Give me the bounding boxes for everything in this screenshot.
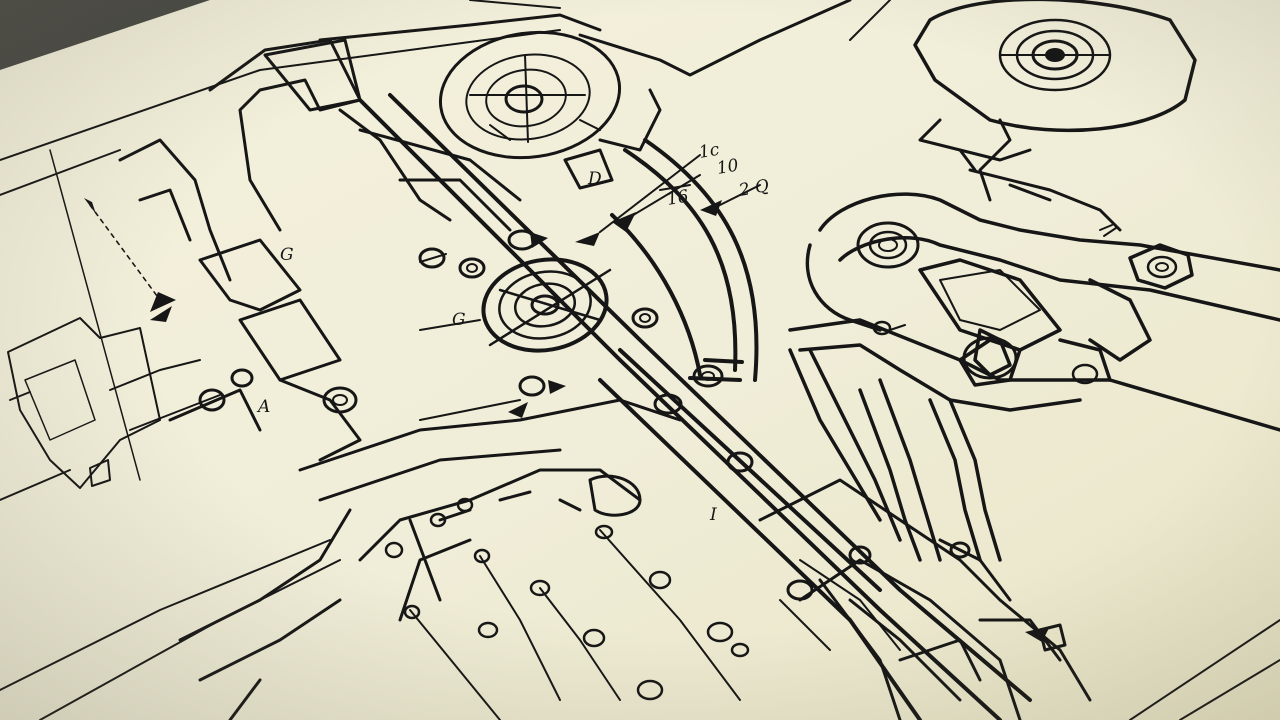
label-i: I bbox=[709, 505, 717, 525]
bolt-icon bbox=[198, 388, 226, 412]
bolt-icon bbox=[726, 451, 754, 473]
top-housing bbox=[263, 13, 602, 232]
bolt-icon bbox=[322, 386, 358, 414]
bolts bbox=[198, 229, 754, 473]
bearing-icon bbox=[1128, 243, 1194, 290]
top-gear-arm bbox=[563, 0, 852, 190]
top-gear bbox=[438, 30, 622, 160]
leader-lines bbox=[419, 154, 761, 421]
center-gear bbox=[481, 257, 612, 353]
bolt-icon bbox=[631, 307, 659, 329]
arrow-icon bbox=[508, 402, 528, 418]
label-g-2: G bbox=[280, 245, 294, 265]
label-16: 16 bbox=[665, 186, 690, 209]
bolt-icon bbox=[653, 393, 683, 415]
lower-fittings bbox=[384, 497, 750, 701]
bolt-icon bbox=[230, 368, 254, 388]
dimension-arrow bbox=[84, 198, 176, 312]
right-legs bbox=[788, 320, 1099, 562]
arrow-icon bbox=[575, 232, 600, 246]
top-left-bracket bbox=[118, 38, 362, 462]
label-a: A bbox=[256, 397, 270, 417]
bolt-icon bbox=[518, 375, 566, 397]
bolt-icon bbox=[507, 229, 548, 251]
arrow-icon bbox=[700, 200, 722, 216]
left-block bbox=[7, 317, 221, 489]
arrow-icon bbox=[150, 306, 172, 322]
bolt-icon bbox=[418, 247, 447, 269]
right-main-frame bbox=[788, 192, 1280, 432]
label-1c: 1c bbox=[697, 140, 721, 163]
bolt-icon bbox=[458, 257, 486, 279]
right-small-gear bbox=[856, 221, 920, 269]
bolt-icon bbox=[692, 364, 724, 388]
lower-pipes bbox=[409, 529, 901, 720]
label-g-1: G bbox=[452, 310, 466, 330]
central-channel bbox=[610, 138, 759, 382]
right-connectors bbox=[918, 118, 1122, 232]
label-10: 10 bbox=[715, 155, 740, 178]
top-right-disc bbox=[913, 0, 1197, 133]
right-marks bbox=[889, 224, 1117, 331]
label-d: D bbox=[587, 169, 602, 189]
main-shaft bbox=[358, 93, 1032, 720]
